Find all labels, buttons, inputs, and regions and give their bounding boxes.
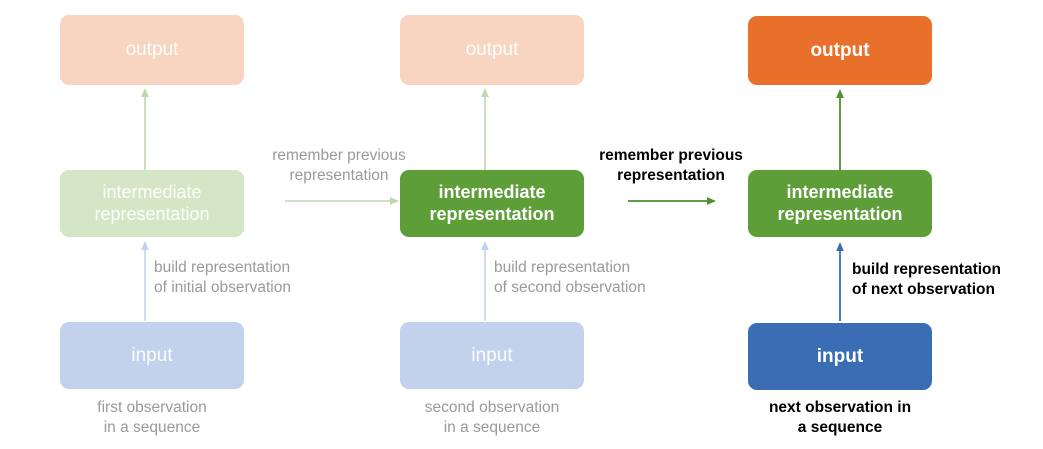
intermediate-box-step-1: intermediate representation [60,170,244,237]
intermediate-to-output-arrow-step-1 [138,88,152,170]
input-to-intermediate-arrow-step-2 [478,241,492,321]
intermediate-to-output-arrow-step-2 [478,88,492,170]
intermediate-to-output-arrow-step-3 [833,89,847,170]
input-observation-caption-step-3: next observation in a sequence [768,399,912,437]
input-to-intermediate-arrow-step-3 [833,242,847,321]
input-observation-caption-step-2: second observation in a sequence [424,399,560,437]
build-representation-caption-step-3: build representation of next observation [852,261,1001,299]
input-observation-caption-step-1: first observation in a sequence [97,399,207,437]
input-box-step-1: input [60,322,244,389]
intermediate-box-step-3: intermediate representation [748,170,932,237]
output-box-step-1: output [60,15,244,85]
remember-previous-representation-arrow-1 [285,194,399,208]
intermediate-box-step-2: intermediate representation [400,170,584,237]
output-box-step-3: output [748,16,932,85]
build-representation-caption-step-2: build representation of second observati… [494,259,646,297]
remember-previous-representation-label-1: remember previous representation [272,147,406,185]
remember-previous-representation-arrow-2 [628,194,716,208]
input-box-step-2: input [400,322,584,389]
input-to-intermediate-arrow-step-1 [138,241,152,321]
remember-previous-representation-label-2: remember previous representation [599,147,743,185]
build-representation-caption-step-1: build representation of initial observat… [154,259,291,297]
output-box-step-2: output [400,15,584,85]
input-box-step-3: input [748,323,932,390]
